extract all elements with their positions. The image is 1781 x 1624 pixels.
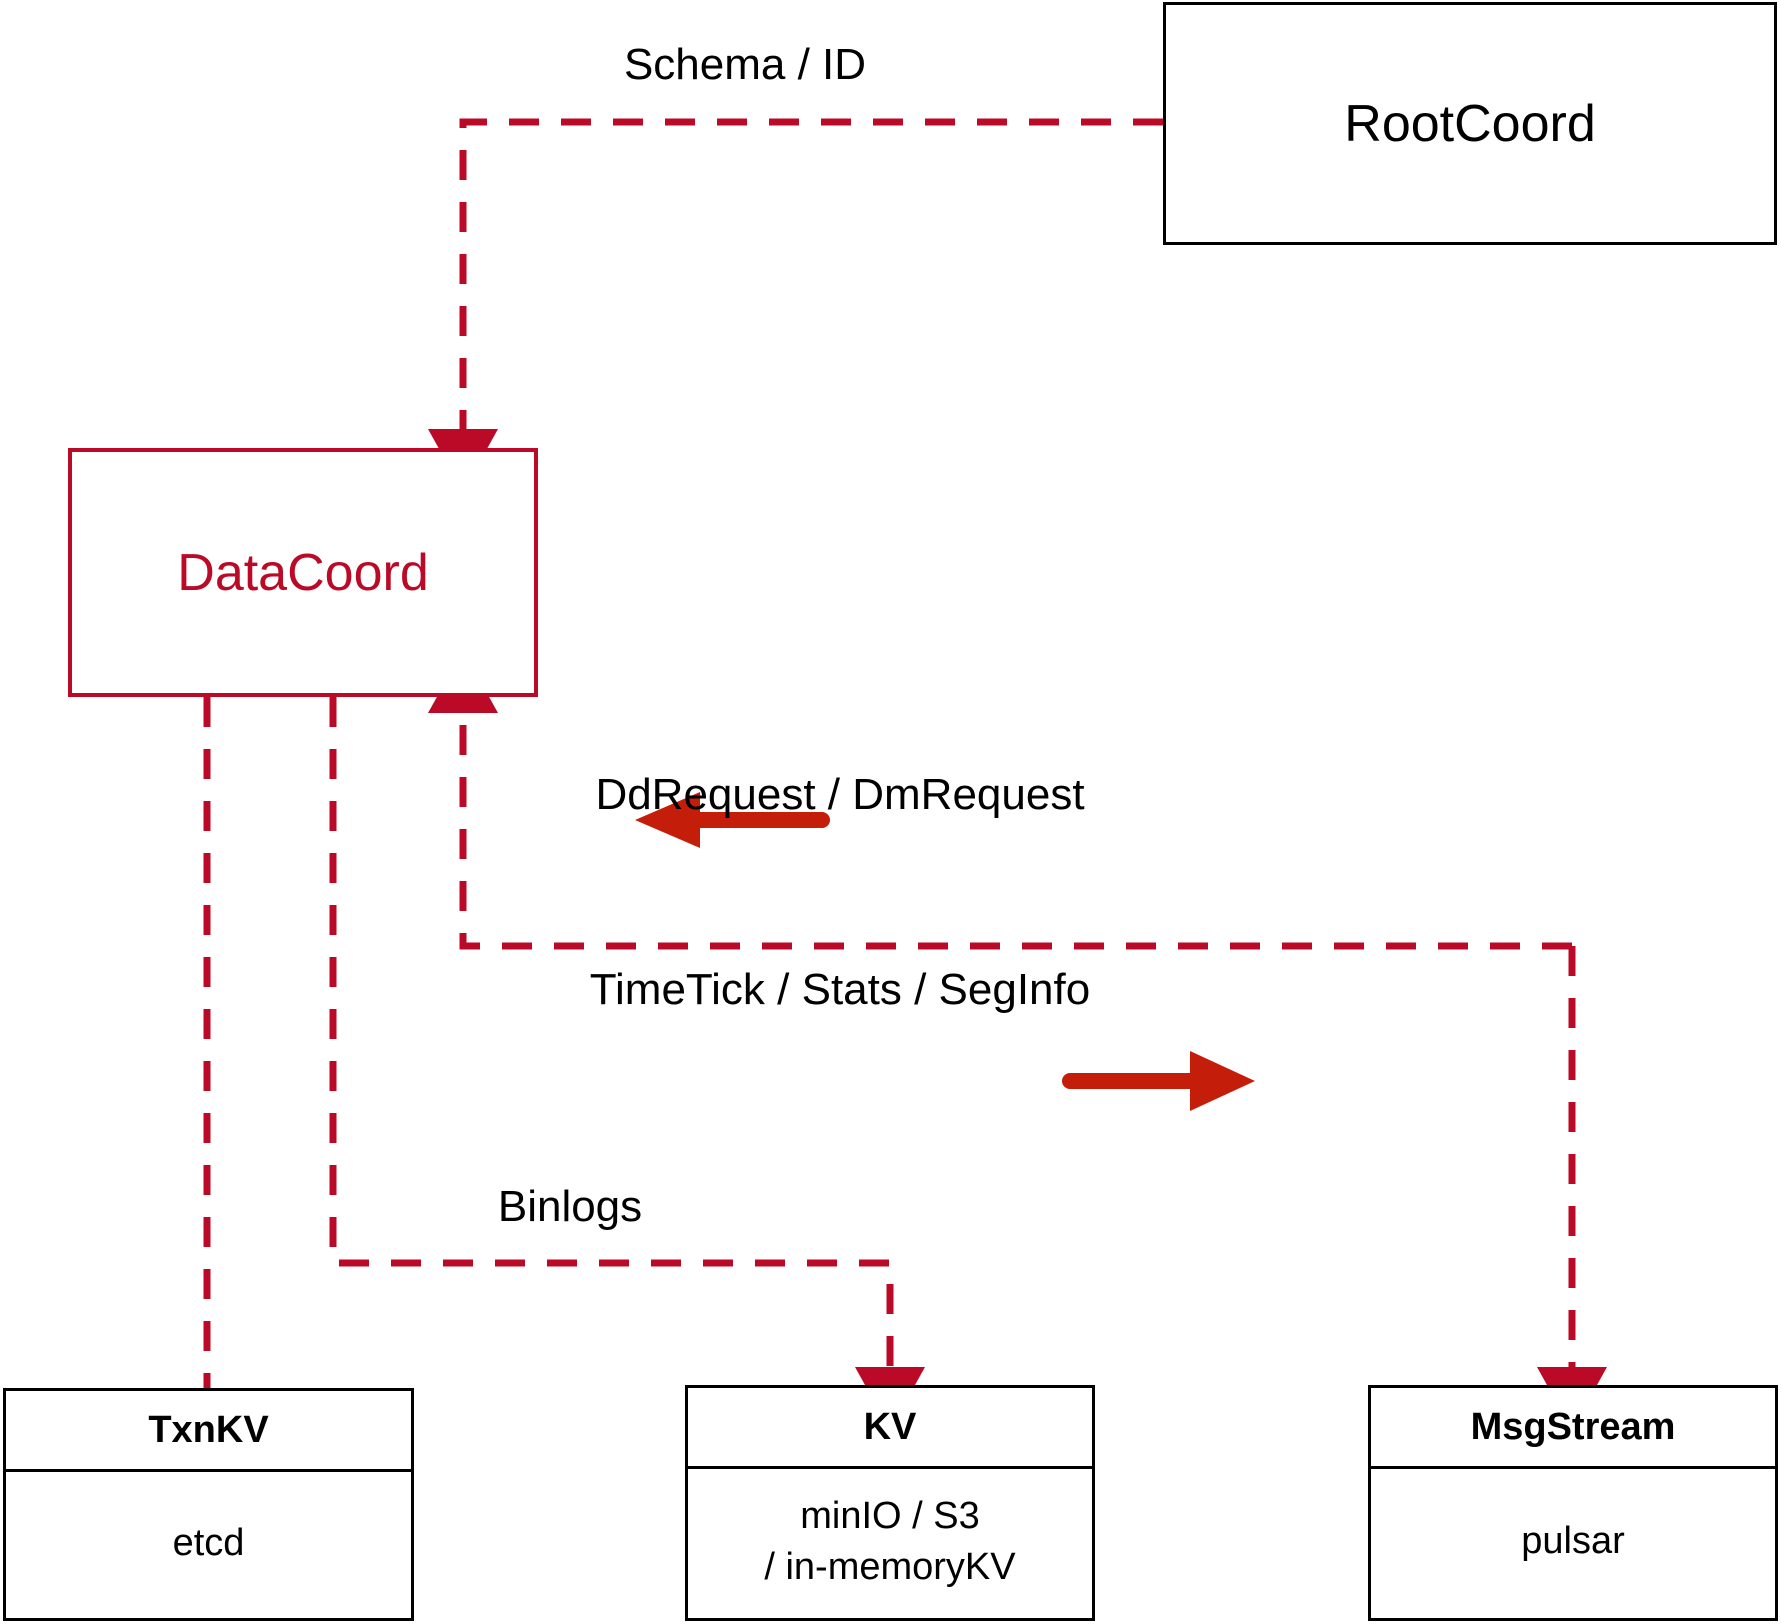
node-txnkv-body: etcd bbox=[6, 1469, 411, 1618]
node-kv-title: KV bbox=[688, 1388, 1092, 1469]
edge-label-timetick-stats-seginfo: TimeTick / Stats / SegInfo bbox=[589, 965, 1091, 1014]
node-rootcoord[interactable]: RootCoord bbox=[1163, 2, 1777, 245]
node-txnkv-body-line-0: etcd bbox=[172, 1521, 245, 1564]
node-kv-body-line-0: minIO / S3 bbox=[800, 1494, 980, 1537]
edge-label-schema-id: Schema / ID bbox=[623, 40, 867, 89]
edge-label-binlogs: Binlogs bbox=[497, 1182, 643, 1231]
edge-rootcoord-to-datacoord bbox=[428, 118, 1163, 492]
node-txnkv[interactable]: TxnKV etcd bbox=[3, 1388, 414, 1621]
node-datacoord[interactable]: DataCoord bbox=[68, 448, 538, 697]
edge-label-dd-dm-request: DdRequest / DmRequest bbox=[595, 770, 1085, 819]
node-kv[interactable]: KV minIO / S3 / in-memoryKV bbox=[685, 1385, 1095, 1621]
node-datacoord-label: DataCoord bbox=[177, 543, 429, 602]
outgoing-stats-arrow-icon bbox=[1062, 1051, 1255, 1111]
node-txnkv-title: TxnKV bbox=[6, 1391, 411, 1472]
node-msgstream-title: MsgStream bbox=[1371, 1388, 1775, 1469]
edge-msgstream-to-datacoord bbox=[428, 650, 1572, 950]
node-msgstream-body: pulsar bbox=[1371, 1466, 1775, 1618]
node-kv-body-line-1: / in-memoryKV bbox=[764, 1546, 1016, 1588]
node-rootcoord-label: RootCoord bbox=[1344, 94, 1596, 153]
node-msgstream[interactable]: MsgStream pulsar bbox=[1368, 1385, 1778, 1621]
node-msgstream-body-line-0: pulsar bbox=[1521, 1520, 1625, 1563]
node-kv-body: minIO / S3 / in-memoryKV bbox=[688, 1466, 1092, 1618]
